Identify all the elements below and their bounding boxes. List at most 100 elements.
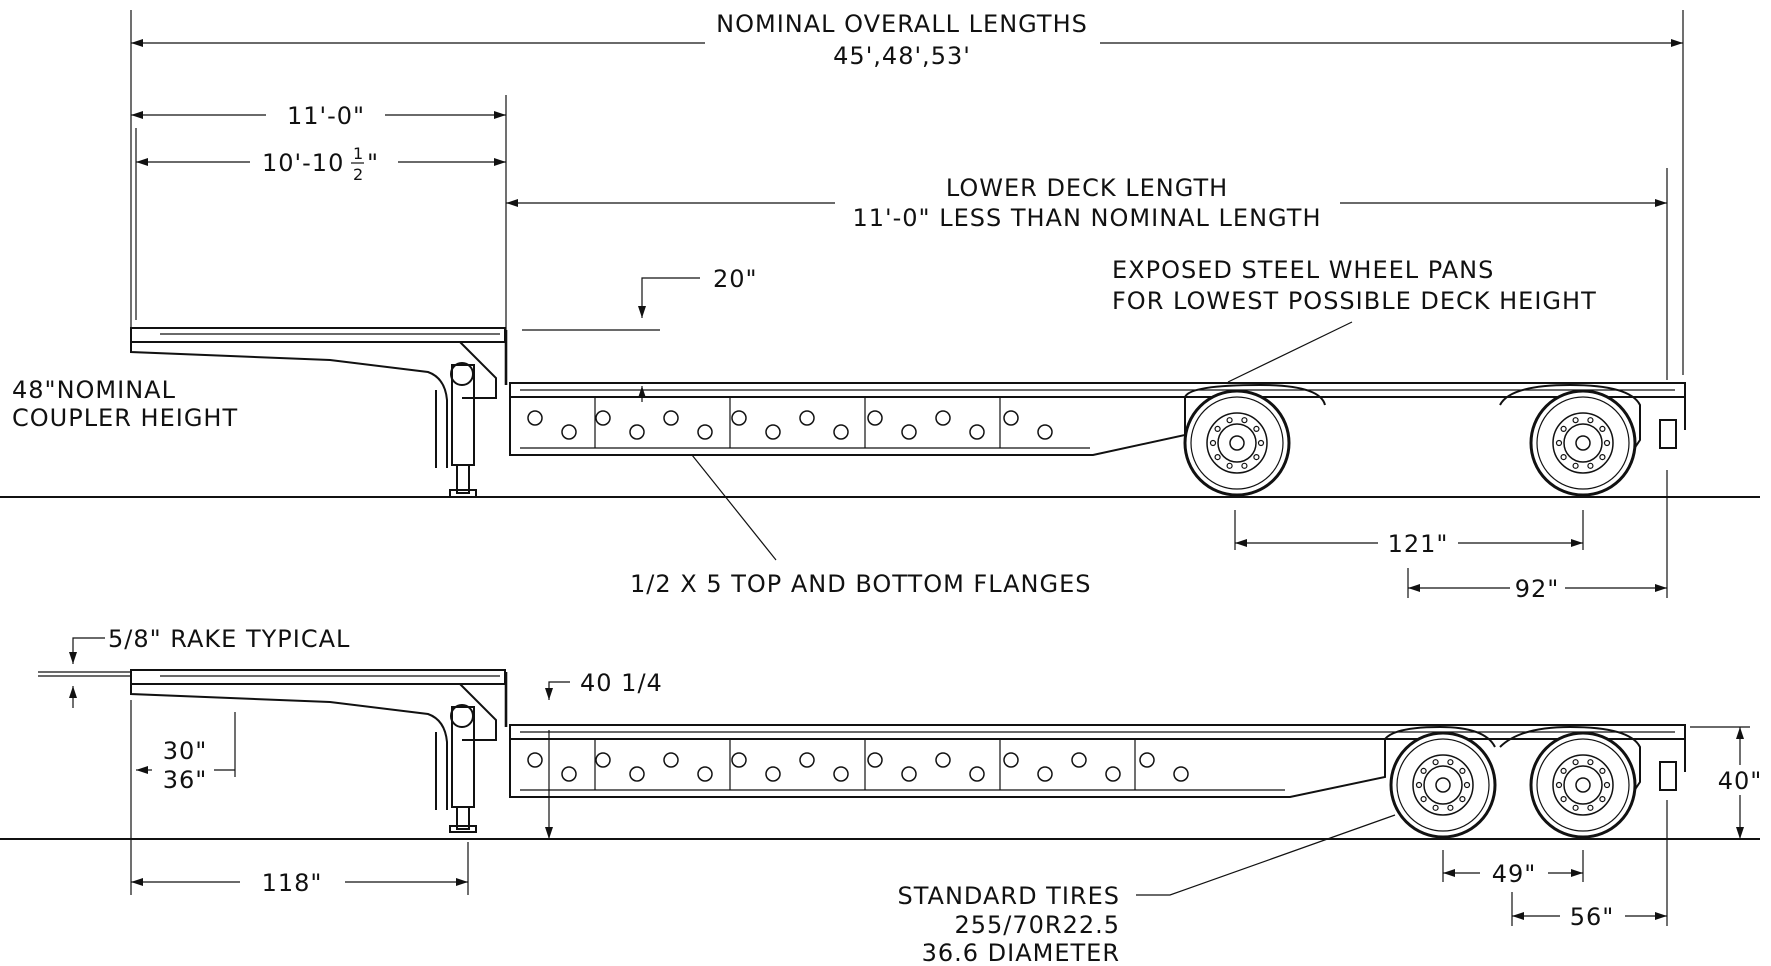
axle-cap [1229, 435, 1245, 451]
lug-nut [1572, 804, 1579, 811]
flanges-label: 1/2 X 5 TOP AND BOTTOM FLANGES [630, 570, 1092, 598]
rear-overhang-top-dimension: 92" [1407, 470, 1668, 603]
landing-gear-label: 118" [262, 869, 323, 897]
lightening-hole [663, 752, 679, 768]
lug-nut [1447, 759, 1454, 766]
lug-nut [1214, 454, 1221, 461]
lightening-hole [731, 752, 747, 768]
lightening-hole [1071, 752, 1087, 768]
rear-overhang-top-label: 92" [1515, 575, 1560, 603]
lightening-hole [1037, 766, 1053, 782]
lightening-hole [1139, 752, 1155, 768]
lower-deck-note: 11'-0" LESS THAN NOMINAL LENGTH [852, 204, 1321, 232]
tire-title: STANDARD TIRES [898, 882, 1120, 910]
kingpin-30-label: 30" [163, 737, 208, 765]
axle-spread-bottom-dimension: 49" [1442, 850, 1584, 888]
landing-gear-dimension: 118" [130, 700, 469, 897]
lug-nut [1241, 417, 1248, 424]
lug-nut [1209, 439, 1217, 447]
lug-nut [1415, 781, 1423, 789]
lightening-hole [1003, 752, 1019, 768]
lug-nut [1447, 804, 1454, 811]
lug-nut [1599, 425, 1606, 432]
lug-nut [1257, 439, 1265, 447]
fraction-numerator: 1 [353, 144, 363, 163]
lower-deck-title: LOWER DECK LENGTH [946, 174, 1228, 202]
lug-nut [1560, 796, 1567, 803]
lightening-hole [969, 424, 985, 440]
lightening-hole [799, 752, 815, 768]
lightening-hole [969, 766, 985, 782]
rake-dimension: 5/8" RAKE TYPICAL [38, 625, 349, 708]
lower-deck-length-dimension: LOWER DECK LENGTH 11'-0" LESS THAN NOMIN… [506, 168, 1668, 380]
lightening-hole [1173, 766, 1189, 782]
lightening-hole [833, 424, 849, 440]
lug-nut [1587, 804, 1594, 811]
lightening-hole [799, 410, 815, 426]
lug-nut [1459, 767, 1466, 774]
lightening-hole [935, 410, 951, 426]
lug-nut [1420, 767, 1427, 774]
lug-nut [1599, 454, 1606, 461]
lightening-hole [595, 410, 611, 426]
lug-nut [1603, 781, 1611, 789]
lug-nut [1253, 454, 1260, 461]
fraction-denominator: 2 [353, 165, 363, 184]
gooseneck-length-dimension: 11'-0" 10'-10 1 2 " [131, 95, 507, 330]
lug-nut [1599, 767, 1606, 774]
lightening-holes-bottom [527, 740, 1189, 790]
rear-overhang-bottom-dimension: 56" [1511, 800, 1668, 931]
lightening-hole [527, 752, 543, 768]
lightening-hole [561, 424, 577, 440]
rear-height-label: 40" [1718, 767, 1763, 795]
lug-nut [1226, 417, 1233, 424]
lightening-hole [527, 410, 543, 426]
kingpin-36-label: 36" [163, 766, 208, 794]
coupler-line1: 48"NOMINAL [12, 376, 176, 404]
coupler-height-note: 48"NOMINAL COUPLER HEIGHT [12, 376, 238, 432]
lug-nut [1572, 417, 1579, 424]
lug-nut [1555, 781, 1563, 789]
lug-nut [1587, 462, 1594, 469]
lightening-hole [1037, 424, 1053, 440]
step-height-dimension: 20" [522, 265, 758, 402]
lug-nut [1572, 462, 1579, 469]
lug-nut [1432, 759, 1439, 766]
lug-nut [1572, 759, 1579, 766]
tire-size: 255/70R22.5 [954, 911, 1120, 939]
lug-nut [1560, 767, 1567, 774]
lug-nut [1226, 462, 1233, 469]
rear-overhang-bottom-label: 56" [1570, 903, 1615, 931]
lightening-hole [561, 766, 577, 782]
step-height-label: 20" [713, 265, 758, 293]
lug-nut [1599, 796, 1606, 803]
wheel-pans-line2: FOR LOWEST POSSIBLE DECK HEIGHT [1112, 287, 1597, 315]
deck-height-dimension: 40 1/4 [545, 669, 662, 839]
tire-diameter: 36.6 DIAMETER [922, 939, 1120, 966]
axle-cap [1575, 435, 1591, 451]
lug-nut [1432, 804, 1439, 811]
coupler-line2: COUPLER HEIGHT [12, 404, 238, 432]
lightening-hole [697, 424, 713, 440]
lightening-hole [765, 766, 781, 782]
gooseneck-inner-label: 10'-10 [262, 149, 344, 177]
lightening-hole [731, 410, 747, 426]
tire-tread [1396, 738, 1490, 832]
lightening-hole [629, 424, 645, 440]
wheel-pans-line1: EXPOSED STEEL WHEEL PANS [1112, 256, 1494, 284]
lug-nut [1560, 454, 1567, 461]
lightening-hole [663, 410, 679, 426]
lug-nut [1420, 796, 1427, 803]
trailer-side-view-bottom [0, 669, 1760, 840]
axle-cap [1435, 777, 1451, 793]
rear-height-dimension: 40" [1690, 726, 1768, 839]
lug-nut [1253, 425, 1260, 432]
lightening-hole [867, 410, 883, 426]
wheel-pans-callout: EXPOSED STEEL WHEEL PANS FOR LOWEST POSS… [1112, 256, 1597, 383]
overall-length-title: NOMINAL OVERALL LENGTHS [716, 10, 1088, 38]
flanges-callout: 1/2 X 5 TOP AND BOTTOM FLANGES [630, 454, 1092, 598]
lightening-hole [833, 766, 849, 782]
lightening-hole [901, 766, 917, 782]
lightening-hole [901, 424, 917, 440]
trailer-side-view-top [0, 327, 1760, 498]
